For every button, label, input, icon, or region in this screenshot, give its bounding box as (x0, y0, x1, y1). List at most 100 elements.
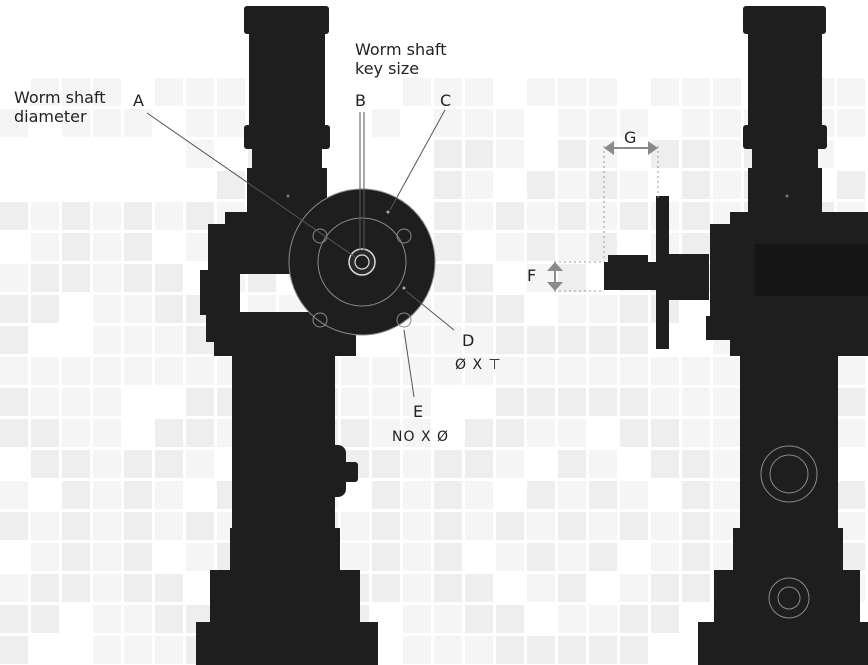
grid-tile (31, 357, 59, 385)
grid-tile (620, 481, 648, 509)
grid-tile (341, 419, 369, 447)
grid-tile (496, 543, 524, 571)
leader-lines (146, 109, 455, 398)
side-neck-dot (785, 194, 789, 198)
grid-tile (527, 636, 555, 664)
grid-tile (217, 78, 245, 106)
grid-tile (558, 512, 586, 540)
grid-tile (403, 543, 431, 571)
grid-tile (0, 481, 28, 509)
grid-tile (558, 636, 586, 664)
grid-tile (620, 171, 648, 199)
grid-tile (496, 202, 524, 230)
dimension-g (603, 141, 659, 262)
leader-a (146, 112, 356, 258)
base-foot (210, 570, 360, 625)
grid-tile (465, 357, 493, 385)
grid-tile (62, 512, 90, 540)
side-lower-tube (740, 354, 838, 532)
side-base-port-outer (768, 577, 810, 619)
grid-tile (93, 574, 121, 602)
grid-tile (527, 419, 555, 447)
grid-tile (31, 543, 59, 571)
grid-tile (62, 388, 90, 416)
grid-tile (31, 264, 59, 292)
grid-tile (558, 543, 586, 571)
grid-tile (589, 109, 617, 137)
grid-tile (372, 388, 400, 416)
grid-tile (434, 574, 462, 602)
grid-tile (465, 202, 493, 230)
grid-tile (0, 636, 28, 664)
grid-tile (0, 202, 28, 230)
flange-dot-d (402, 286, 406, 290)
grid-tile (62, 574, 90, 602)
grid-tile (434, 295, 462, 323)
grid-tile (589, 636, 617, 664)
grid-tile (186, 512, 214, 540)
side-housing-slot (755, 244, 868, 296)
grid-tile (527, 481, 555, 509)
grid-tile (31, 419, 59, 447)
grid-tile (682, 450, 710, 478)
grid-tile (93, 264, 121, 292)
grid-tile (434, 264, 462, 292)
grid-tile (372, 450, 400, 478)
grid-tile (651, 450, 679, 478)
collar-ring (252, 148, 322, 170)
side-base-plate (698, 622, 868, 665)
grid-tile (682, 357, 710, 385)
grid-tile (496, 605, 524, 633)
side-top-plate (730, 212, 868, 226)
grid-tile (217, 109, 245, 137)
grid-tile (434, 202, 462, 230)
grid-tile (62, 419, 90, 447)
grid-tile (93, 450, 121, 478)
grid-tile (434, 357, 462, 385)
grid-tile (465, 481, 493, 509)
grid-tile (93, 233, 121, 261)
grid-tile (682, 140, 710, 168)
grid-tile (31, 78, 59, 106)
grid-tile (837, 109, 865, 137)
bolt-hole-tl (312, 228, 328, 244)
grid-tile (589, 450, 617, 478)
grid-tile (124, 636, 152, 664)
grid-tile (589, 388, 617, 416)
grid-tile (403, 326, 431, 354)
grid-tile (527, 233, 555, 261)
grid-tile (372, 481, 400, 509)
grid-tile (155, 481, 183, 509)
grid-tile (496, 140, 524, 168)
side-neck (748, 168, 822, 214)
grid-tile (558, 450, 586, 478)
grid-tile (620, 109, 648, 137)
side-upper-tube (748, 32, 822, 127)
f-arrow-down (547, 282, 563, 291)
grid-tile (155, 574, 183, 602)
grid-tile (155, 357, 183, 385)
grid-tile (558, 419, 586, 447)
grid-tile (62, 202, 90, 230)
g-arrow-left (604, 141, 614, 155)
grid-tile (372, 543, 400, 571)
grid-tile (434, 233, 462, 261)
neck-dot (286, 194, 290, 198)
grid-tile (0, 357, 28, 385)
grid-tile (62, 264, 90, 292)
mount-flange (656, 196, 669, 349)
grid-tile (558, 264, 586, 292)
grid-tile (620, 419, 648, 447)
grid-tile (465, 264, 493, 292)
grid-tile (124, 233, 152, 261)
grid-tile (527, 357, 555, 385)
grid-tile (682, 512, 710, 540)
grid-tile (651, 140, 679, 168)
grid-tile (403, 357, 431, 385)
grid-tile (124, 295, 152, 323)
grid-tile (62, 450, 90, 478)
grid-tile (465, 605, 493, 633)
grid-tile (341, 543, 369, 571)
grid-tile (558, 605, 586, 633)
grid-tile (372, 574, 400, 602)
